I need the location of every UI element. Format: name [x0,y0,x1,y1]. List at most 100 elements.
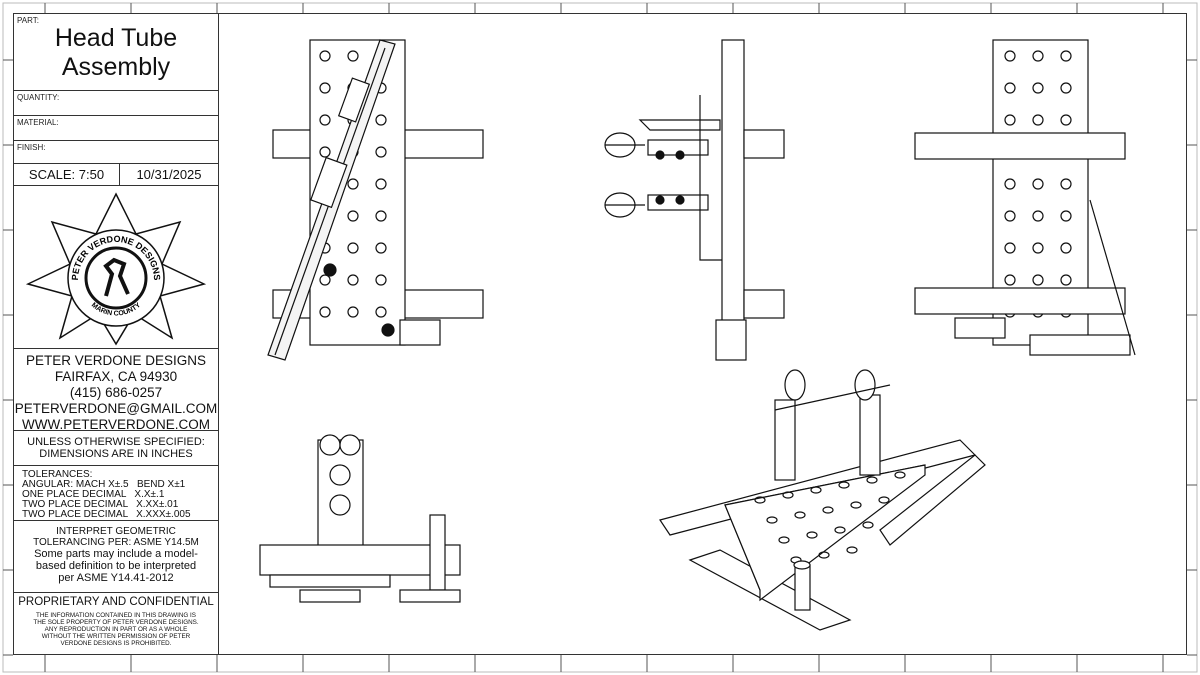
tolerance-line: TOLERANCES: [22,469,93,480]
part-label: PART: [17,16,39,25]
plate-hole [1060,242,1072,254]
plate-hole [375,210,387,222]
plate-hole [347,210,359,222]
tolerance-line: TWO PLACE DECIMAL X.XXX±.005 [22,509,191,520]
units-line1: UNLESS OTHERWISE SPECIFIED: [27,436,205,448]
gdt-line: Some parts may include a model- [34,548,198,560]
quantity-label: QUANTITY: [17,93,60,102]
proprietary-title: PROPRIETARY AND CONFIDENTIAL [18,596,214,608]
plate-hole [1032,114,1044,126]
tolerance-line: ANGULAR: MACH X±.5 BEND X±1 [22,479,186,490]
plate-hole [862,521,874,529]
plate-hole [1060,210,1072,222]
scale-date-row: SCALE: 7:50 10/31/2025 [14,164,218,186]
plate-hole [319,82,331,94]
plate-hole [375,274,387,286]
proprietary-line: VERDONE DESIGNS IS PROHIBITED. [60,640,172,647]
plate-hole [1032,274,1044,286]
plate-hole [319,146,331,158]
plate-hole [794,511,806,519]
proprietary-line: ANY REPRODUCTION IN PART OR AS A WHOLE [44,626,188,633]
quantity-field: QUANTITY: [14,91,218,116]
plate-hole [754,496,766,504]
company-email: PETERVERDONE@GMAIL.COM [14,401,218,416]
plate-hole [1004,50,1016,62]
plate-hole [846,546,858,554]
plate-hole [778,536,790,544]
plate-hole [1004,274,1016,286]
plate-hole [347,274,359,286]
plate-hole [1060,274,1072,286]
plate-hole [850,501,862,509]
isometric-view [659,369,986,631]
title-block: PART: Head Tube Assembly QUANTITY: MATER… [14,14,219,655]
proprietary-line: THE INFORMATION CONTAINED IN THIS DRAWIN… [36,612,196,619]
plate-hole [347,178,359,190]
plate-hole [1004,178,1016,190]
star-badge-logo: PETER VERDONE DESIGNS MARIN COUNTY [25,192,207,346]
scale-value: SCALE: 7:50 [14,164,120,186]
gdt-line: per ASME Y14.41-2012 [58,572,174,584]
units-line2: DIMENSIONS ARE IN INCHES [39,448,193,460]
plate-hole [838,481,850,489]
company-city: FAIRFAX, CA 94930 [54,369,178,384]
company-phone: (415) 686-0257 [69,385,163,400]
plate-hole [319,114,331,126]
plate-hole [1004,114,1016,126]
plate-hole [375,114,387,126]
material-label: MATERIAL: [17,118,59,127]
company-website: WWW.PETERVERDONE.COM [21,417,210,432]
gdt-line: based definition to be interpreted [35,560,197,572]
plate-hole [782,491,794,499]
plate-hole [319,50,331,62]
finish-label: FINISH: [17,143,46,152]
plate-hole [1060,114,1072,126]
company-info: PETER VERDONE DESIGNS FAIRFAX, CA 94930 … [14,349,218,432]
plate-hole [766,516,778,524]
plate-hole [1032,82,1044,94]
plate-hole [1032,210,1044,222]
part-name-line1: Head Tube [54,24,178,52]
plate-hole [347,50,359,62]
plate-hole [375,178,387,190]
plate-hole [1032,178,1044,190]
tolerance-line: ONE PLACE DECIMAL X.X±.1 [22,489,165,500]
proprietary-line: WITHOUT THE WRITTEN PERMISSION OF PETER [41,633,191,640]
plate-hole [319,274,331,286]
plate-hole [375,242,387,254]
material-field: MATERIAL: [14,116,218,141]
plate-hole [834,526,846,534]
plate-hole [347,306,359,318]
plate-hole [1004,242,1016,254]
plate-hole [894,471,906,479]
gdt-line: TOLERANCING PER: ASME Y14.5M [33,537,199,548]
plate-hole [375,146,387,158]
plate-hole [810,486,822,494]
plate-hole [1032,50,1044,62]
tolerances: TOLERANCES: ANGULAR: MACH X±.5 BEND X±1 … [14,466,218,521]
plate-hole [1032,242,1044,254]
plate-hole [1060,82,1072,94]
date-value: 10/31/2025 [136,167,202,182]
plate-hole [818,551,830,559]
plate-hole [319,306,331,318]
plate-hole [375,306,387,318]
tolerance-line: TWO PLACE DECIMAL X.XX±.01 [22,499,179,510]
logo-field: PETER VERDONE DESIGNS MARIN COUNTY [14,186,218,349]
units-note: UNLESS OTHERWISE SPECIFIED: DIMENSIONS A… [14,431,218,466]
plate-hole [1004,82,1016,94]
end-view [259,434,461,603]
plate-hole [347,242,359,254]
proprietary-note: PROPRIETARY AND CONFIDENTIAL THE INFORMA… [14,593,218,655]
gdt-line: INTERPRET GEOMETRIC [56,526,176,537]
proprietary-text: THE INFORMATION CONTAINED IN THIS DRAWIN… [14,609,218,647]
plate-hole [1004,210,1016,222]
part-name: Head Tube Assembly [14,24,218,82]
proprietary-line: THE SOLE PROPERTY OF PETER VERDONE DESIG… [33,619,199,626]
part-field: PART: Head Tube Assembly [14,14,218,91]
front-view [267,39,484,361]
company-name: PETER VERDONE DESIGNS [25,353,207,368]
rear-view [914,39,1136,356]
